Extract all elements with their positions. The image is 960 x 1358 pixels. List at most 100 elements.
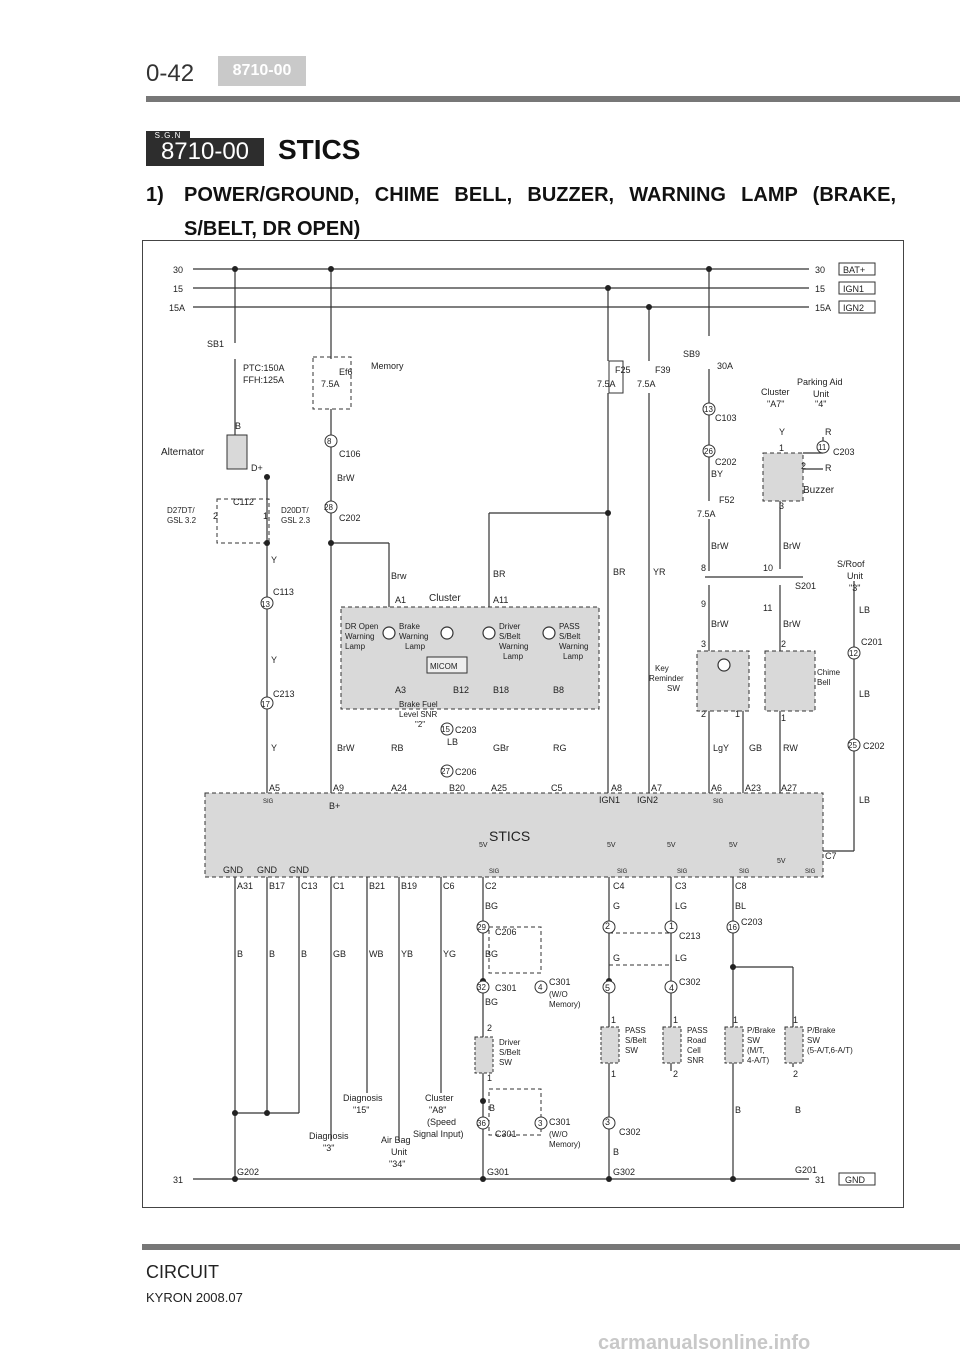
- bus-15a-right: 15A: [815, 303, 831, 313]
- label-wb: WB: [369, 949, 384, 959]
- label-alternator: Alternator: [161, 447, 205, 458]
- label-f25-amp: 7.5A: [597, 379, 616, 389]
- label-c202-pin: 28: [324, 503, 333, 512]
- label-psb-2-text: S/Belt: [625, 1036, 647, 1045]
- label-c301d-1: C301: [549, 1117, 571, 1127]
- label-dr-open-3: Lamp: [345, 642, 366, 651]
- label-c206a: C206: [455, 767, 477, 777]
- label-pau-3: "4": [815, 399, 826, 409]
- label-b17: B17: [269, 881, 285, 891]
- label-c3: C3: [675, 881, 687, 891]
- label-brw-a1: Brw: [391, 571, 407, 581]
- label-cla8-3: (Speed: [427, 1117, 456, 1127]
- label-diag3-1: Diagnosis: [309, 1131, 349, 1141]
- label-lb4: LB: [859, 795, 870, 805]
- label-c203a: C203: [455, 725, 477, 735]
- label-c301-32: 32: [477, 983, 486, 992]
- label-c301-3: 3: [538, 1119, 543, 1128]
- label-r-bz2: R: [825, 463, 832, 473]
- label-gb2: GB: [333, 949, 346, 959]
- label-sig-a6: SIG: [713, 799, 724, 805]
- label-pba-1: 1: [793, 1015, 798, 1025]
- label-krs-2-pin: 2: [701, 709, 706, 719]
- tag-ign1: IGN1: [843, 284, 864, 294]
- label-c206b-pin: 29: [477, 923, 486, 932]
- label-g-w1: G: [613, 901, 620, 911]
- label-ign2: IGN2: [637, 795, 658, 805]
- label-cb-2: 2: [781, 639, 786, 649]
- label-br1: BR: [493, 569, 506, 579]
- label-prc-2: 2: [673, 1069, 678, 1079]
- label-yr: YR: [653, 567, 666, 577]
- label-5v-c4: 5V: [607, 842, 616, 849]
- label-c202: C202: [339, 513, 361, 523]
- label-y2: Y: [271, 655, 277, 665]
- label-c301a: C301: [495, 983, 517, 993]
- bus-15a-left: 15A: [169, 303, 185, 313]
- label-dsw-1-text: Driver: [499, 1038, 521, 1047]
- label-5v-c8: 5V: [729, 842, 738, 849]
- label-lb3: LB: [859, 689, 870, 699]
- label-a1: A1: [395, 595, 406, 605]
- label-buzzer: Buzzer: [803, 485, 835, 496]
- label-rb: RB: [391, 743, 404, 753]
- section-code-badge: 8710-00: [146, 138, 264, 166]
- label-prc-1-text: PASS: [687, 1026, 708, 1035]
- label-brake-2: Warning: [399, 632, 429, 641]
- label-a25: A25: [491, 783, 507, 793]
- label-pass-3: Warning: [559, 642, 589, 651]
- label-c112-2: 2: [213, 511, 218, 521]
- label-a5: A5: [269, 783, 280, 793]
- label-bg2: BG: [485, 949, 498, 959]
- label-s201: S201: [795, 581, 816, 591]
- label-g202: G202: [237, 1167, 259, 1177]
- label-5v-c3: 5V: [667, 842, 676, 849]
- label-sroof-1: S/Roof: [837, 559, 865, 569]
- label-micom: MICOM: [430, 662, 458, 671]
- label-g302: G302: [613, 1167, 635, 1177]
- label-a27: A27: [781, 783, 797, 793]
- top-divider: [146, 96, 960, 102]
- label-b21: B21: [369, 881, 385, 891]
- label-gsl32: GSL 3.2: [167, 516, 197, 525]
- label-cluster-a7-2: "A7": [767, 399, 784, 409]
- label-memory: Memory: [371, 361, 404, 371]
- label-s201-11: 11: [763, 603, 772, 613]
- label-a8: A8: [611, 783, 622, 793]
- label-c203b: C203: [833, 447, 855, 457]
- label-cla8-1: Cluster: [425, 1093, 454, 1103]
- subheading-text: POWER/GROUND, CHIME BELL, BUZZER, WARNIN…: [184, 184, 896, 240]
- label-bfl-3: "2": [415, 720, 425, 729]
- label-w-b3: B: [301, 949, 307, 959]
- label-c2: C2: [485, 881, 497, 891]
- label-cluster: Cluster: [429, 593, 461, 604]
- label-gnd-3: GND: [289, 865, 310, 875]
- label-c103: C103: [715, 413, 737, 423]
- label-c1: C1: [333, 881, 345, 891]
- label-bg3: BG: [485, 997, 498, 1007]
- label-c301c: C301: [495, 1129, 517, 1139]
- label-a7: A7: [651, 783, 662, 793]
- wiring-diagram: 30 15 15A 30 15 15A BAT+ IGN1 IGN2 31 31…: [142, 240, 904, 1208]
- label-c202c-pin: 25: [848, 741, 857, 750]
- label-pau-1: Parking Aid: [797, 377, 843, 387]
- label-y3: Y: [271, 743, 277, 753]
- label-by: BY: [711, 469, 723, 479]
- label-bz-2: 2: [801, 461, 806, 471]
- label-c213b: C213: [679, 931, 701, 941]
- label-f52-amp: 7.5A: [697, 509, 716, 519]
- label-c301d-2: (W/O: [549, 1130, 568, 1139]
- label-cla8-2: "A8": [429, 1105, 446, 1115]
- label-b-g302: B: [613, 1147, 619, 1157]
- diagram-labels: SB1 PTC:150A FFH:125A B Alternator D+ Ef…: [161, 339, 885, 1177]
- label-b19: B19: [401, 881, 417, 891]
- label-dplus: D+: [251, 463, 263, 473]
- label-g301: G301: [487, 1167, 509, 1177]
- label-c203c: C203: [741, 917, 763, 927]
- label-gnd-1: GND: [223, 865, 244, 875]
- label-psb-1-text: PASS: [625, 1026, 646, 1035]
- label-c302b: C302: [619, 1127, 641, 1137]
- label-b12: B12: [453, 685, 469, 695]
- label-krs-3: 3: [701, 639, 706, 649]
- label-c106: C106: [339, 449, 361, 459]
